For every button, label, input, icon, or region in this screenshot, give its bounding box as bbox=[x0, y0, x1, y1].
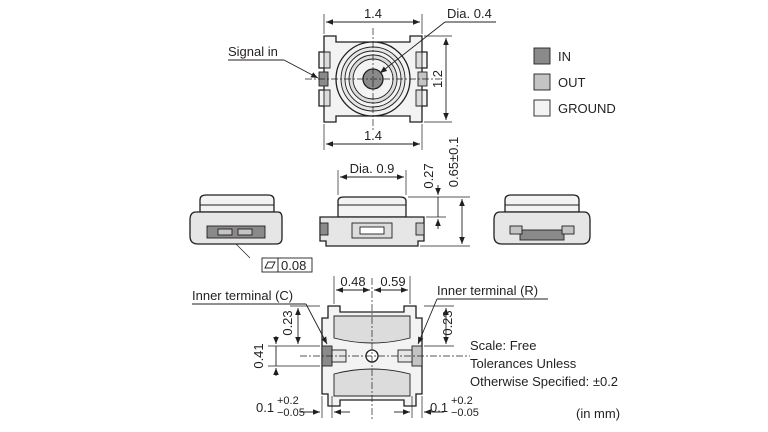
dim-065-label: 0.65±0.1 bbox=[446, 137, 461, 188]
notes: Scale: Free Tolerances Unless Otherwise … bbox=[470, 338, 620, 421]
dim-023-left-label: 0.23 bbox=[280, 310, 295, 335]
legend-label-in: IN bbox=[558, 49, 571, 64]
inner-terminal-c-label: Inner terminal (C) bbox=[192, 288, 293, 303]
bottom-view: 0.48 0.59 Inner terminal (C) Inner termi… bbox=[192, 274, 548, 420]
dim-041-label: 0.41 bbox=[251, 343, 266, 368]
legend-label-ground: GROUND bbox=[558, 101, 616, 116]
dim-023-right-label: 0.23 bbox=[440, 310, 455, 335]
tol-left-base: 0.1 bbox=[256, 400, 274, 415]
side-view-right bbox=[493, 194, 591, 245]
legend: IN OUT GROUND bbox=[533, 47, 616, 117]
dia-receptacle-label: Dia. 0.9 bbox=[350, 161, 395, 176]
tol-right-minus: −0.05 bbox=[451, 407, 479, 419]
tolerance-note-line2: Otherwise Specified: ±0.2 bbox=[470, 374, 618, 389]
units-note: (in mm) bbox=[576, 406, 620, 421]
dim-059-label: 0.59 bbox=[380, 274, 405, 289]
dim-027-label: 0.27 bbox=[421, 163, 436, 188]
dim-048-label: 0.48 bbox=[340, 274, 365, 289]
scale-note: Scale: Free bbox=[470, 338, 536, 353]
side-view-left bbox=[189, 194, 283, 259]
dia-center-label: Dia. 0.4 bbox=[447, 6, 492, 21]
legend-swatch-in bbox=[533, 47, 551, 65]
flatness-value: 0.08 bbox=[281, 258, 306, 273]
legend-label-out: OUT bbox=[558, 75, 586, 90]
tol-left-plus: +0.2 bbox=[277, 395, 299, 407]
tol-right-plus: +0.2 bbox=[451, 395, 473, 407]
tol-left-minus: −0.05 bbox=[277, 407, 305, 419]
top-view: 1.4 1.4 1.2 Dia. 0.4 Signal in bbox=[228, 6, 496, 150]
tol-right-base: 0.1 bbox=[430, 400, 448, 415]
top-view-ground-pad bbox=[323, 51, 423, 107]
bottom-width-label: 1.4 bbox=[364, 128, 382, 143]
legend-swatch-ground bbox=[533, 99, 551, 117]
inner-terminal-r-label: Inner terminal (R) bbox=[437, 283, 538, 298]
tolerance-note-line1: Tolerances Unless bbox=[470, 356, 577, 371]
top-height-label: 1.2 bbox=[430, 70, 445, 88]
legend-swatch-out bbox=[533, 73, 551, 91]
flatness-callout: 0.08 bbox=[261, 257, 313, 273]
top-width-label: 1.4 bbox=[364, 6, 382, 21]
signal-in-label: Signal in bbox=[228, 44, 278, 59]
flatness-icon bbox=[264, 261, 276, 269]
side-view-center: Dia. 0.9 0.27 0.65±0.1 bbox=[319, 137, 470, 247]
